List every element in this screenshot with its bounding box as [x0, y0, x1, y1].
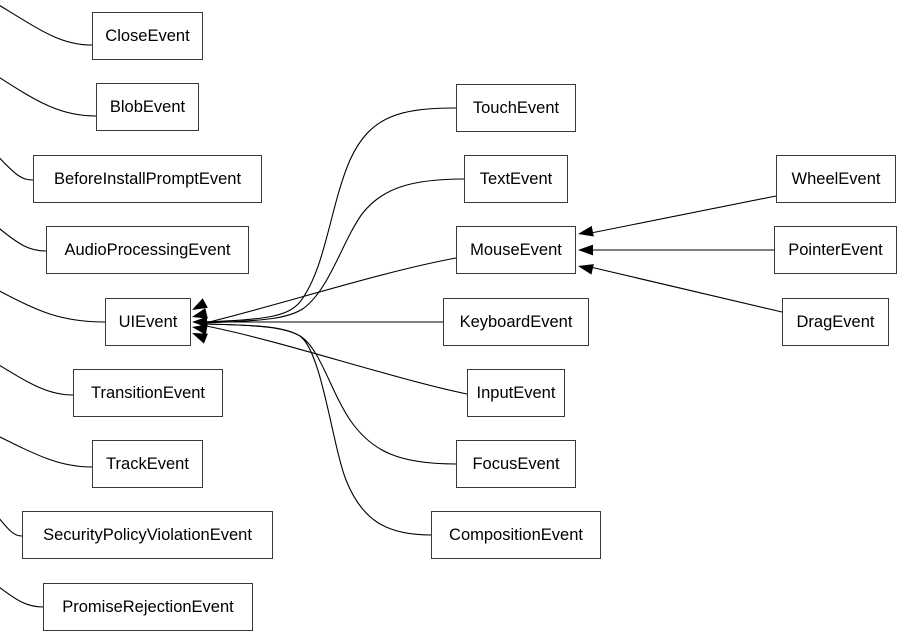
- edge-inputevent-uievent: [200, 324, 468, 395]
- edge-blobevent-root: [0, 77, 97, 117]
- edge-transitionevent-root: [0, 365, 74, 396]
- node-label: PointerEvent: [788, 240, 883, 259]
- node-label: SecurityPolicyViolationEvent: [43, 525, 252, 544]
- arrow-mouseevent-a: [578, 225, 594, 237]
- node-label: TrackEvent: [106, 454, 189, 473]
- node-label: AudioProcessingEvent: [64, 240, 231, 259]
- edge-dragevent-mouseevent: [585, 265, 783, 313]
- node-label: KeyboardEvent: [459, 312, 573, 331]
- node-label: TouchEvent: [472, 98, 560, 117]
- edge-wheelevent-mouseevent: [585, 195, 777, 235]
- arrow-uievent-b: [192, 308, 208, 319]
- node-label: UIEvent: [118, 312, 178, 331]
- node-touchevent[interactable]: TouchEvent: [456, 84, 576, 132]
- node-label: TextEvent: [479, 169, 553, 188]
- node-label: BlobEvent: [109, 97, 186, 116]
- edge-uievent-root: [0, 290, 106, 323]
- node-transitionevent[interactable]: TransitionEvent: [73, 369, 223, 417]
- arrow-uievent-c: [192, 316, 207, 328]
- arrow-mouseevent-c: [578, 264, 594, 275]
- node-textevent[interactable]: TextEvent: [464, 155, 568, 203]
- node-label: FocusEvent: [472, 454, 560, 473]
- arrow-uievent-d: [192, 324, 208, 335]
- node-uievent[interactable]: UIEvent: [105, 298, 191, 346]
- edge-focusevent-uievent: [200, 323, 457, 465]
- node-securitypolicyviolationevent[interactable]: SecurityPolicyViolationEvent: [22, 511, 273, 559]
- arrow-uievent-e: [192, 333, 208, 344]
- arrow-uievent-a: [192, 298, 208, 310]
- node-closeevent[interactable]: CloseEvent: [92, 12, 203, 60]
- node-label: DragEvent: [796, 312, 875, 331]
- edge-securitypolicyviolationevent-root: [0, 518, 23, 537]
- node-label: WheelEvent: [791, 169, 881, 188]
- node-label: BeforeInstallPromptEvent: [53, 169, 242, 188]
- node-audioprocessingevent[interactable]: AudioProcessingEvent: [46, 226, 249, 274]
- node-label: TransitionEvent: [90, 383, 206, 402]
- node-promiserejectionevent[interactable]: PromiseRejectionEvent: [43, 583, 253, 631]
- node-trackevent[interactable]: TrackEvent: [92, 440, 203, 488]
- edge-beforeinstallpromptevent-root: [0, 157, 34, 181]
- edge-promiserejectionevent-root: [0, 586, 44, 608]
- node-label: CompositionEvent: [449, 525, 583, 544]
- node-label: InputEvent: [476, 383, 556, 402]
- node-label: CloseEvent: [105, 26, 190, 45]
- node-inputevent[interactable]: InputEvent: [467, 369, 565, 417]
- arrow-mouseevent-b: [578, 244, 593, 256]
- edge-trackevent-root: [0, 436, 93, 468]
- edge-closeevent-root: [0, 5, 93, 46]
- node-keyboardevent[interactable]: KeyboardEvent: [443, 298, 589, 346]
- node-wheelevent[interactable]: WheelEvent: [776, 155, 896, 203]
- edge-touchevent-uievent: [200, 107, 457, 323]
- node-pointerevent[interactable]: PointerEvent: [774, 226, 897, 274]
- node-dragevent[interactable]: DragEvent: [782, 298, 889, 346]
- node-compositionevent[interactable]: CompositionEvent: [431, 511, 601, 559]
- node-beforeinstallpromptevent[interactable]: BeforeInstallPromptEvent: [33, 155, 262, 203]
- edge-compositionevent-uievent: [200, 323, 432, 536]
- edge-audioprocessingevent-root: [0, 228, 47, 252]
- node-label: PromiseRejectionEvent: [62, 597, 234, 616]
- node-blobevent[interactable]: BlobEvent: [96, 83, 199, 131]
- node-focusevent[interactable]: FocusEvent: [456, 440, 576, 488]
- node-mouseevent[interactable]: MouseEvent: [456, 226, 576, 274]
- node-label: MouseEvent: [470, 240, 562, 259]
